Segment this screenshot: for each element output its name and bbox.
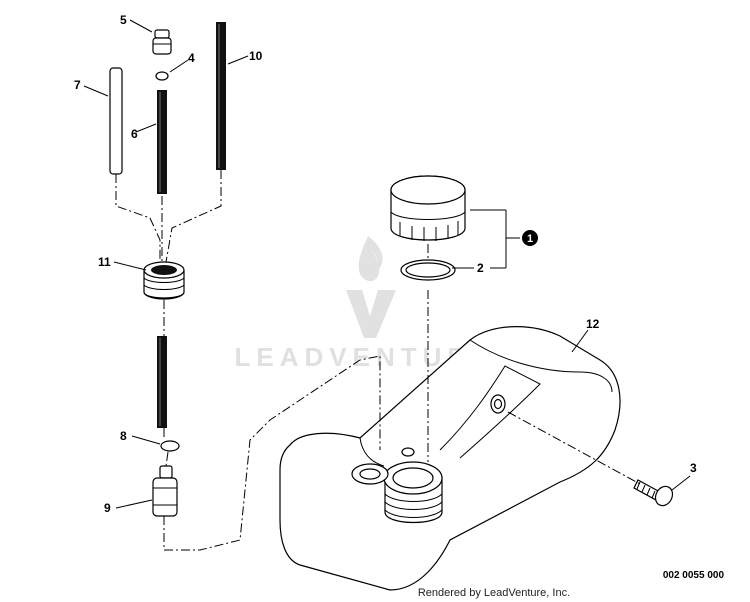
vent-tube (109, 67, 123, 175)
assembly-lines (115, 170, 641, 551)
o-ring-lower (160, 440, 180, 452)
leader-lines (83, 19, 691, 509)
fuel-fitting (152, 29, 172, 55)
callout-6: 6 (131, 127, 138, 141)
fuel-line-lower (157, 336, 167, 428)
fuel-line-long (216, 22, 226, 170)
callout-8: 8 (120, 429, 127, 443)
fuel-line-short (157, 90, 167, 194)
fuel-tank (279, 326, 621, 591)
callout-7: 7 (74, 78, 81, 92)
callout-5: 5 (120, 13, 127, 27)
tank-grommet (143, 261, 185, 300)
rendered-by-credit: Rendered by LeadVenture, Inc. (418, 587, 570, 599)
drawing-number: 002 0055 000 (663, 570, 725, 581)
callout-3: 3 (690, 461, 697, 475)
mounting-bolt (633, 479, 674, 507)
callout-12: 12 (586, 317, 600, 331)
callout-1-badge (522, 230, 538, 246)
callout-9: 9 (104, 501, 111, 515)
callout-4: 4 (188, 51, 195, 65)
fuel-filter (152, 465, 178, 517)
callout-11: 11 (98, 255, 111, 269)
callout-10: 10 (249, 49, 263, 63)
callout-1: 1 (527, 233, 533, 245)
watermark-logo (346, 236, 396, 338)
fuel-cap (390, 175, 466, 241)
cap-gasket (400, 259, 456, 281)
callout-2: 2 (477, 261, 484, 275)
o-ring-upper (155, 71, 169, 81)
